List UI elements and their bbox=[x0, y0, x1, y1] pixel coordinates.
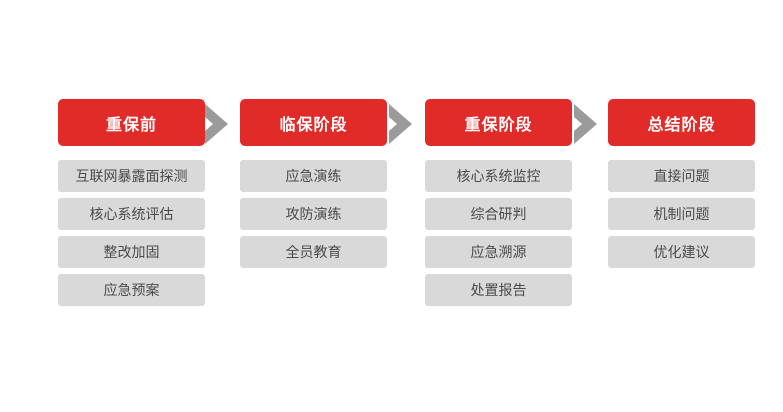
stage-item[interactable]: 处置报告 bbox=[425, 274, 572, 306]
chevron-right-icon bbox=[388, 104, 414, 144]
stage-item[interactable]: 应急预案 bbox=[58, 274, 205, 306]
stage-item[interactable]: 攻防演练 bbox=[240, 198, 387, 230]
stage-item[interactable]: 应急演练 bbox=[240, 160, 387, 192]
stage-column-3: 重保阶段 核心系统监控 综合研判 应急溯源 处置报告 bbox=[425, 99, 572, 306]
stage-item[interactable]: 核心系统评估 bbox=[58, 198, 205, 230]
stage-item[interactable]: 整改加固 bbox=[58, 236, 205, 268]
stage-item[interactable]: 应急溯源 bbox=[425, 236, 572, 268]
stage-column-4: 总结阶段 直接问题 机制问题 优化建议 bbox=[608, 99, 755, 268]
chevron-right-icon bbox=[573, 104, 599, 144]
stage-column-1: 重保前 互联网暴露面探测 核心系统评估 整改加固 应急预案 bbox=[58, 99, 205, 306]
stage-items-1: 互联网暴露面探测 核心系统评估 整改加固 应急预案 bbox=[58, 160, 205, 306]
stage-item[interactable]: 综合研判 bbox=[425, 198, 572, 230]
stage-item[interactable]: 直接问题 bbox=[608, 160, 755, 192]
stage-items-4: 直接问题 机制问题 优化建议 bbox=[608, 160, 755, 268]
stage-item[interactable]: 全员教育 bbox=[240, 236, 387, 268]
stage-header-4[interactable]: 总结阶段 bbox=[608, 99, 755, 146]
stage-items-2: 应急演练 攻防演练 全员教育 bbox=[240, 160, 387, 268]
stage-item[interactable]: 优化建议 bbox=[608, 236, 755, 268]
stage-column-2: 临保阶段 应急演练 攻防演练 全员教育 bbox=[240, 99, 387, 268]
stage-header-1[interactable]: 重保前 bbox=[58, 99, 205, 146]
stage-item[interactable]: 核心系统监控 bbox=[425, 160, 572, 192]
stage-item[interactable]: 互联网暴露面探测 bbox=[58, 160, 205, 192]
stage-items-3: 核心系统监控 综合研判 应急溯源 处置报告 bbox=[425, 160, 572, 306]
chevron-right-icon bbox=[204, 104, 230, 144]
stage-item[interactable]: 机制问题 bbox=[608, 198, 755, 230]
stage-header-2[interactable]: 临保阶段 bbox=[240, 99, 387, 146]
stage-header-3[interactable]: 重保阶段 bbox=[425, 99, 572, 146]
